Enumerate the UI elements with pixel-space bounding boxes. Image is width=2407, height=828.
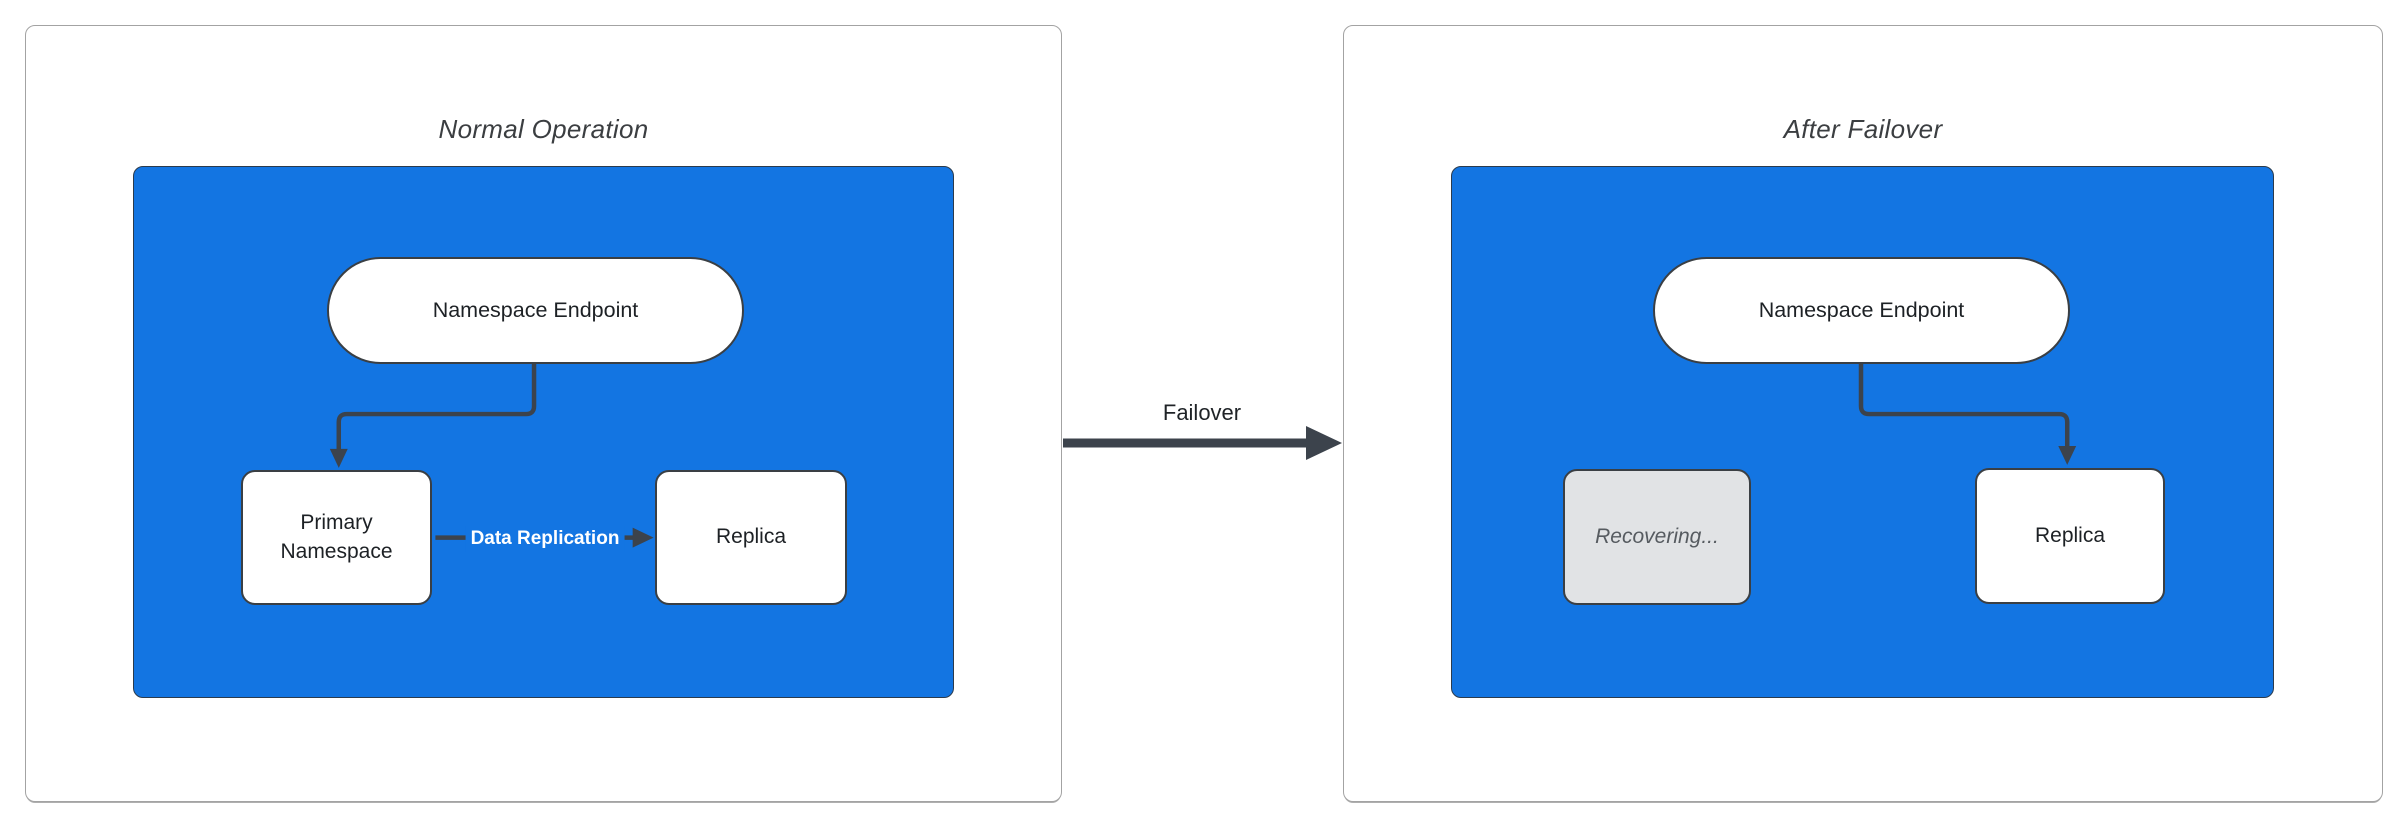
namespace-container-normal: Namespace Endpoint Primary Namespace Rep… <box>133 166 954 698</box>
edge-layer-normal <box>329 363 654 548</box>
node-namespace-endpoint-failover: Namespace Endpoint <box>1653 257 2070 364</box>
namespace-container-failover: Namespace Endpoint Recovering... Replica <box>1451 166 2274 698</box>
node-namespace-endpoint-normal: Namespace Endpoint <box>327 257 744 364</box>
node-replica-failover: Replica <box>1975 468 2165 604</box>
node-label-recovering: Recovering... <box>1595 524 1719 548</box>
node-label-namespace-endpoint-normal: Namespace Endpoint <box>432 297 639 322</box>
node-primary-namespace: Primary Namespace <box>241 470 432 605</box>
edge-layer-failover <box>1858 363 2077 465</box>
arrowhead-endpoint-to-primary <box>329 448 348 468</box>
panel-normal-operation: Normal Operation Namespace Endpoint Prim… <box>25 25 1062 802</box>
arrowhead-endpoint-to-replica <box>2058 445 2077 465</box>
node-label-replica-normal: Replica <box>715 525 787 549</box>
panel-after-failover: After Failover Namespace Endpoint Recove… <box>1343 25 2383 802</box>
edge-endpoint-to-primary <box>336 363 537 452</box>
node-label-primary-namespace: Primary Namespace <box>280 511 393 563</box>
node-recovering: Recovering... <box>1563 469 1751 605</box>
arrowhead-primary-to-replica <box>632 527 654 548</box>
edge-label-failover: Failover <box>1162 400 1242 425</box>
edge-label-data-replication: Data Replication <box>465 526 625 552</box>
node-label-replica-failover: Replica <box>2034 523 2106 547</box>
node-replica-normal: Replica <box>655 470 847 605</box>
panel-title-normal-operation: Normal Operation <box>438 114 649 144</box>
failover-arrowhead <box>1306 426 1342 460</box>
node-label-namespace-endpoint-failover: Namespace Endpoint <box>1758 297 1965 322</box>
panel-title-after-failover: After Failover <box>1783 114 1943 144</box>
edge-endpoint-to-replica <box>1858 363 2070 449</box>
